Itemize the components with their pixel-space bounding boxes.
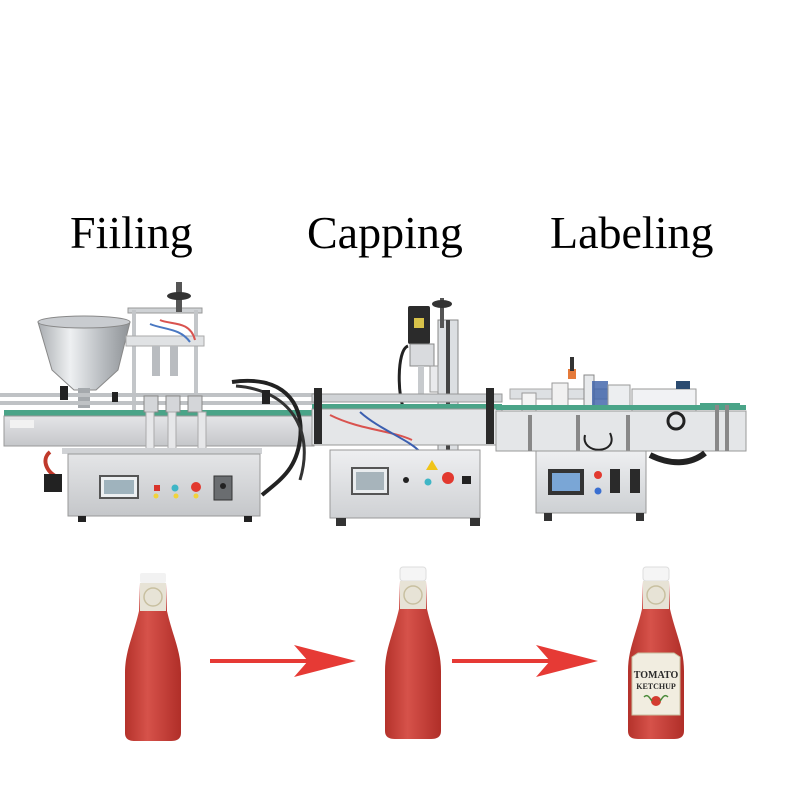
bottle-capped-icon [385,566,441,739]
label-line2: KETCHUP [636,682,676,691]
stage-label-filling: Fiiling [70,207,193,258]
filling-machine-image [0,282,320,522]
stage-label-labeling: Labeling [550,207,714,258]
arrow-right-icon [452,645,598,677]
bottle-filled-icon [125,573,181,741]
labeling-machine-image [495,357,747,521]
arrow-right-icon [210,645,356,677]
capping-machine-image [311,298,503,526]
bottle-labeled-icon: TOMATO KETCHUP [628,566,684,739]
stage-label-capping: Capping [307,207,463,258]
label-line1: TOMATO [634,670,679,681]
